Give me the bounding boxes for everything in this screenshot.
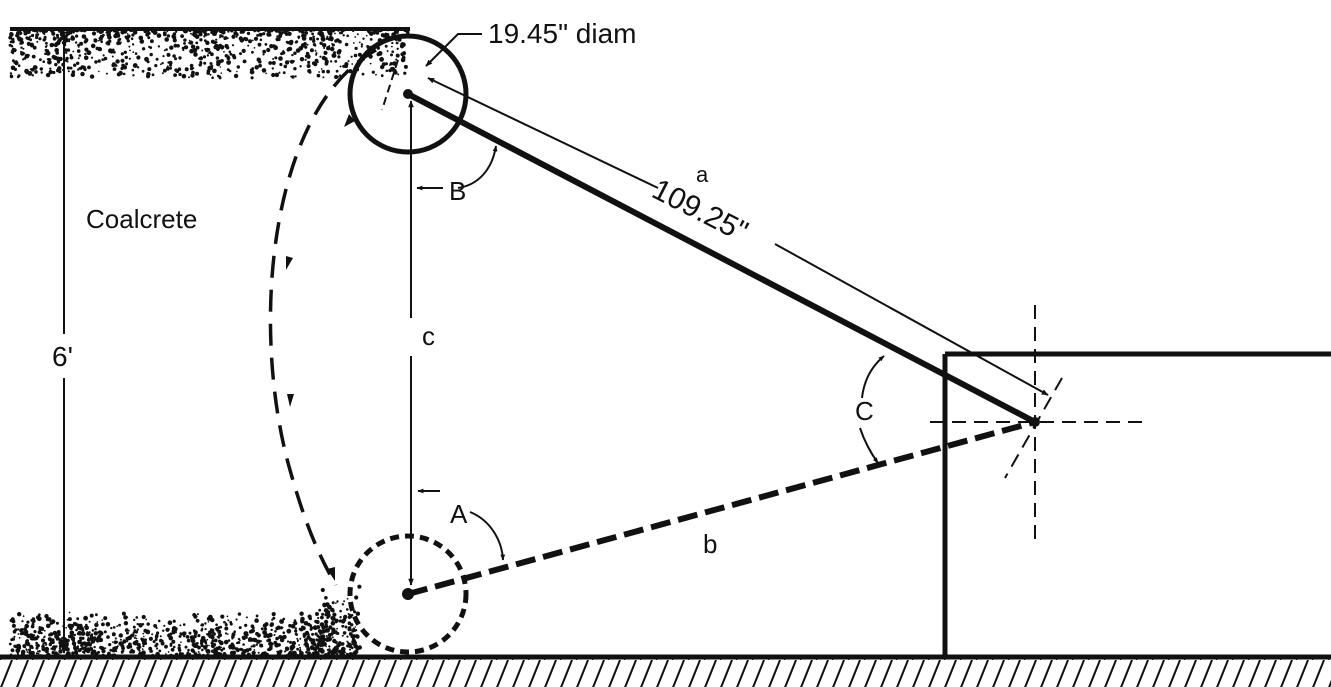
machine-body [942, 351, 1331, 657]
floor [0, 654, 1331, 687]
label-side-b: b [703, 529, 717, 559]
label-angle-C: C [855, 396, 874, 426]
angle-A-marker [417, 488, 506, 561]
label-side-a-letter: a [696, 162, 709, 187]
dimension-a [427, 77, 1049, 396]
angle-C-marker [859, 355, 885, 464]
boom-a [406, 91, 1037, 425]
label-angle-B: B [449, 176, 466, 206]
swing-path [268, 48, 377, 586]
label-angle-A: A [450, 499, 468, 529]
floor-coal-pile [8, 584, 362, 659]
cutting-wheel-bottom [347, 533, 469, 655]
label-wheel-diameter: 19.45" diam [488, 18, 636, 49]
cutting-wheel-top [347, 33, 469, 155]
roof-coal-texture [8, 27, 410, 80]
label-side-c: c [422, 321, 435, 351]
pivot-point [1030, 417, 1040, 427]
angle-B-marker [416, 145, 498, 191]
diameter-leader [381, 33, 482, 111]
label-height: 6' [52, 341, 73, 372]
boom-b [407, 419, 1036, 597]
label-coalcrete: Coalcrete [86, 204, 197, 234]
